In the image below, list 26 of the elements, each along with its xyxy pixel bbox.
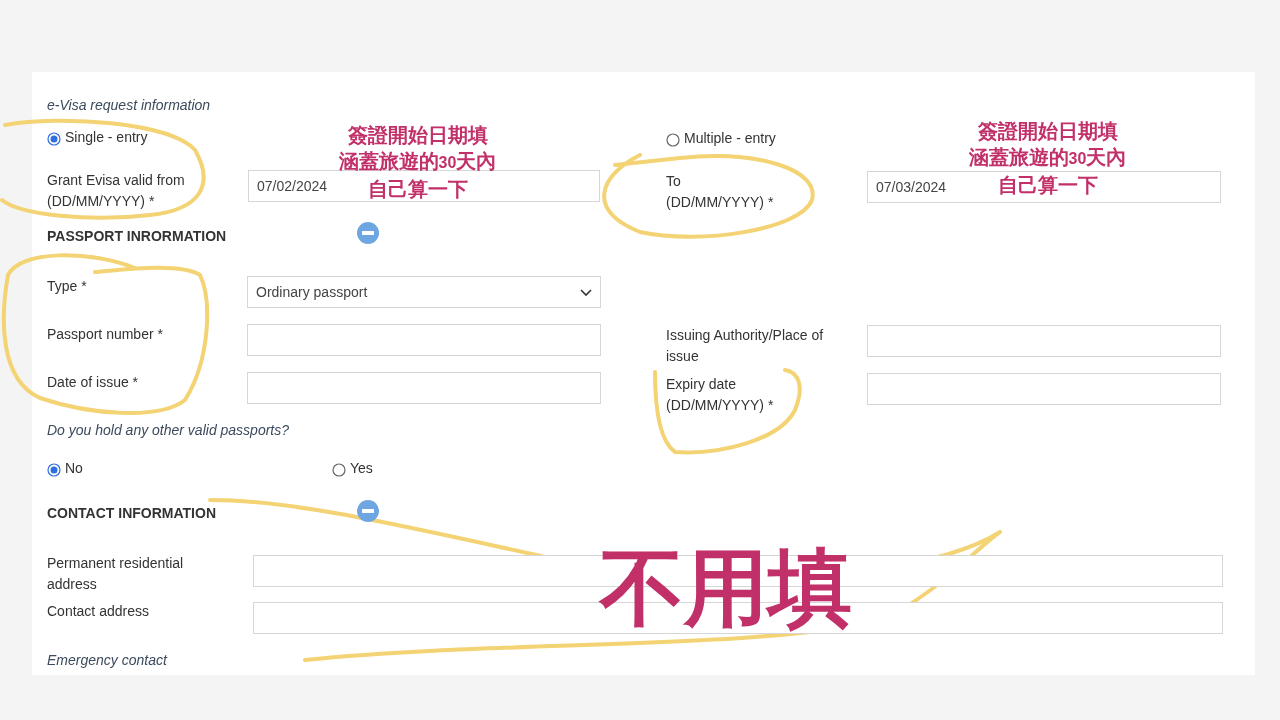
section-heading: PASSPORT INRORMATION	[47, 227, 228, 246]
field-label: Passport number *	[47, 325, 164, 344]
annotation-note: 簽證開始日期填涵蓋旅遊的30天內自己算一下	[338, 122, 497, 202]
radio-option-label: Single - entry	[65, 128, 149, 147]
field-label: Type *	[47, 277, 88, 296]
dropdown-select: Ordinary passport	[247, 276, 601, 308]
field-label: Permanent residential address	[47, 554, 185, 594]
field-label: To (DD/MM/YYYY) *	[666, 172, 775, 212]
section-heading: CONTACT INFORMATION	[47, 504, 217, 523]
section-caption: e-Visa request information	[47, 96, 212, 115]
section-caption: Do you hold any other valid passports?	[47, 421, 291, 440]
radio-option-label: Multiple - entry	[684, 129, 777, 148]
input-field	[867, 325, 1221, 357]
field-label: Issuing Authority/Place of issue	[666, 326, 825, 366]
field-label: Date of issue *	[47, 373, 140, 392]
radio-option-label: Yes	[350, 459, 374, 478]
section-caption: Emergency contact	[47, 651, 169, 670]
input-field	[247, 324, 601, 356]
input-field	[867, 373, 1221, 405]
field-label: Contact address	[47, 602, 150, 621]
annotation-note: 不用填	[600, 540, 852, 636]
field-label: Grant Evisa valid from (DD/MM/YYYY) *	[47, 171, 186, 211]
annotation-note: 簽證開始日期填涵蓋旅遊的30天內自己算一下	[968, 118, 1127, 198]
field-label: Expiry date (DD/MM/YYYY) *	[666, 375, 775, 415]
input-field	[247, 372, 601, 404]
radio-option-label: No	[65, 459, 84, 478]
